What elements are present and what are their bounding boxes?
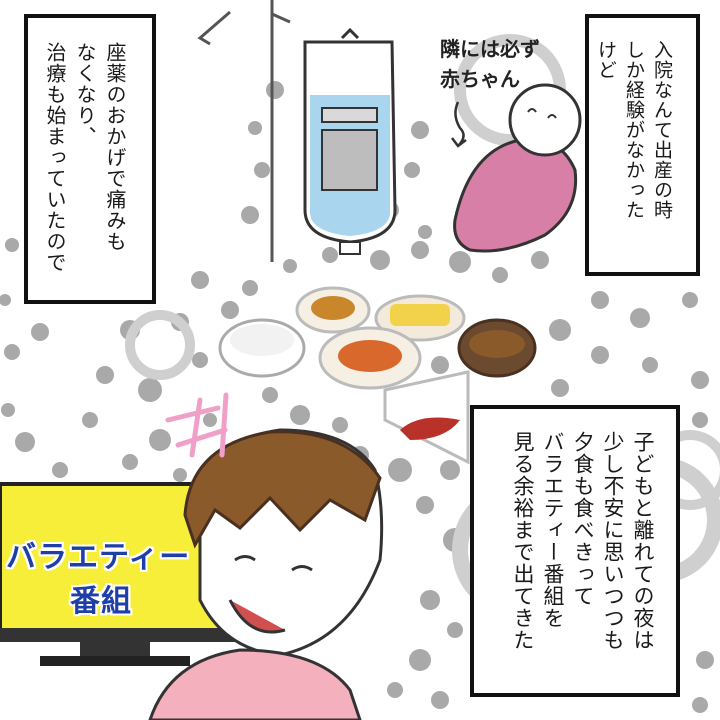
handwritten-note: 隣には必ず 赤ちゃん bbox=[440, 34, 590, 94]
caption-line: 子どもと離れての夜は bbox=[631, 431, 655, 651]
caption-right: 入院なんて出産の時 しか経験がなかった けど bbox=[585, 14, 700, 276]
caption-line: しか経験がなかった bbox=[623, 40, 645, 220]
tv-screen-text: バラエティー bbox=[6, 540, 191, 575]
caption-line: けど bbox=[595, 40, 617, 80]
caption-line: 見る余裕まで出てきた bbox=[511, 431, 535, 651]
iv-bag bbox=[303, 27, 397, 255]
person bbox=[148, 392, 384, 720]
caption-left: 座薬のおかげで痛みも なくなり、 治療も始まっていたので bbox=[24, 14, 156, 304]
caption-line: なくなり、 bbox=[73, 42, 97, 147]
caption-line: 入院なんて出産の時 bbox=[651, 40, 673, 220]
caption-line: 少し不安に思いつつも bbox=[601, 431, 625, 651]
arrow-icon bbox=[451, 101, 467, 148]
caption-line: 治療も始まっていたので bbox=[43, 42, 67, 273]
caption-line: 夕食も食べきって bbox=[571, 431, 595, 607]
caption-bottom: 子どもと離れての夜は 少し不安に思いつつも 夕食も食べきって バラエティー番組を… bbox=[470, 405, 680, 697]
dinner-tray bbox=[218, 286, 537, 465]
note-line: 赤ちゃん bbox=[440, 67, 520, 91]
tv-screen-text: 番組 bbox=[70, 584, 132, 619]
caption-line: バラエティー番組を bbox=[541, 431, 565, 629]
caption-line: 座薬のおかげで痛みも bbox=[103, 42, 127, 252]
note-line: 隣には必ず bbox=[440, 37, 540, 61]
baby-illustration bbox=[453, 83, 582, 253]
iv-drip-stand bbox=[197, 0, 291, 262]
